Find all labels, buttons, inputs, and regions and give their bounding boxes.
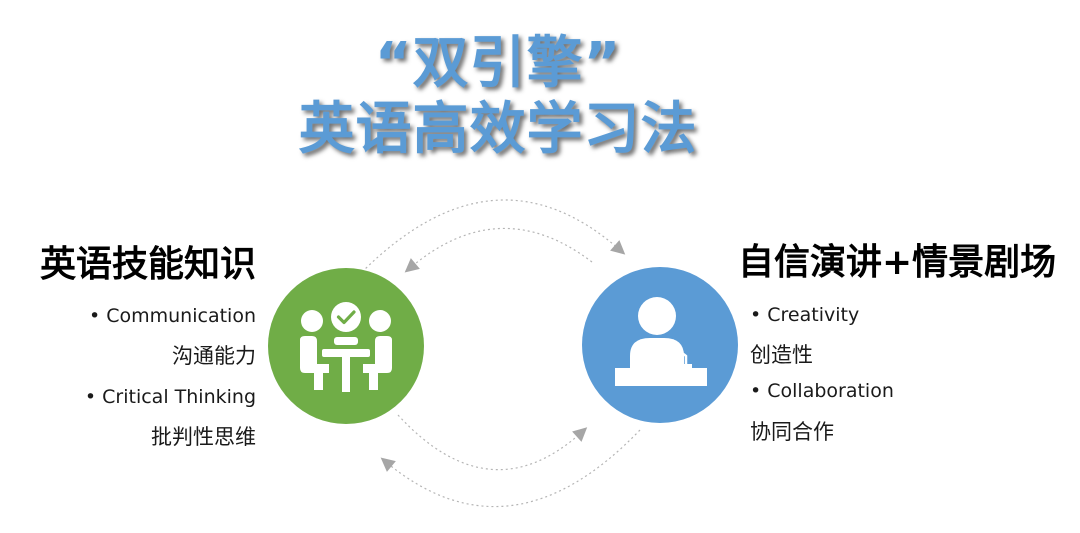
left-item-2-en: • Critical Thinking xyxy=(84,386,256,408)
top-outer-arrow xyxy=(361,199,626,273)
right-item-2-en: • Collaboration xyxy=(750,380,894,402)
team-meeting-icon xyxy=(300,302,392,392)
right-item-1-en: • Creativity xyxy=(750,304,860,326)
bottom-outer-arrow xyxy=(380,429,641,508)
right-item-1-zh: 创造性 xyxy=(750,343,813,367)
left-heading: 英语技能知识 xyxy=(39,244,256,285)
title-line-2: 英语高效学习法 xyxy=(298,97,698,162)
bottom-inner-arrow xyxy=(397,414,588,471)
left-item-1-zh: 沟通能力 xyxy=(172,344,256,368)
top-inner-arrow xyxy=(404,227,593,273)
team-circle xyxy=(268,268,424,424)
right-heading: 自信演讲+情景剧场 xyxy=(738,242,1057,283)
left-item-1-en: • Communication xyxy=(88,305,256,327)
right-item-2-zh: 协同合作 xyxy=(750,420,834,444)
speaker-podium-icon xyxy=(615,297,707,386)
title-line-1: “双引擎” xyxy=(374,31,622,96)
green-circle xyxy=(268,268,424,424)
left-item-2-zh: 批判性思维 xyxy=(151,425,256,449)
speaker-circle xyxy=(582,267,738,423)
